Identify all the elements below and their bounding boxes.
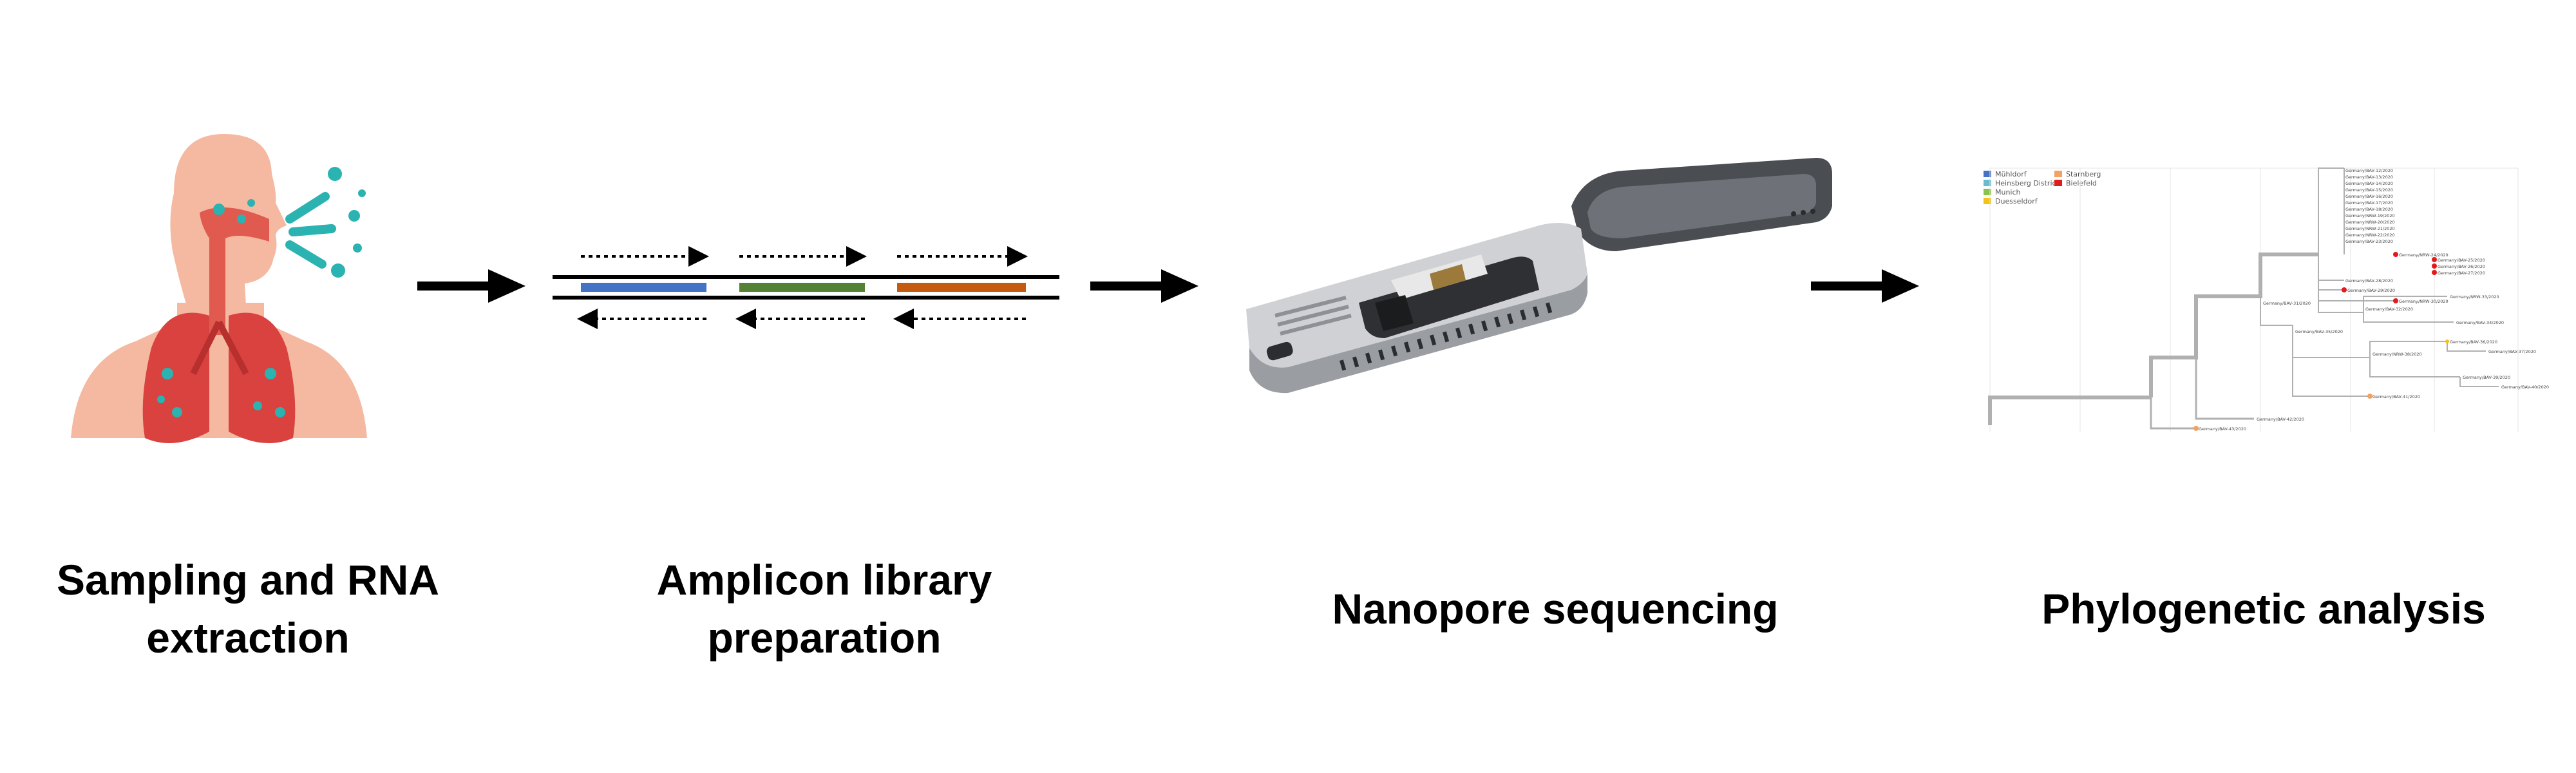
tree-leaf-label: Germany/BAV-40/2020: [2501, 385, 2549, 390]
tree-leaf-label: Germany/BAV-31/2020: [2263, 301, 2311, 306]
tree-leaf-label: Germany/BAV-26/2020: [2438, 264, 2485, 269]
tree-leaf-label: Germany/BAV-14/2020: [2345, 181, 2393, 186]
arrow-icon: [1811, 269, 1919, 303]
amplicon-segment-2: [739, 283, 865, 292]
legend-label: Bielefeld: [2066, 179, 2097, 187]
legend-label: Duesseldorf: [1995, 197, 2038, 205]
step-label-line: extraction: [146, 614, 350, 662]
tree-leaf-label: Germany/NRW-22/2020: [2345, 233, 2395, 238]
step-label-line: Amplicon library: [656, 556, 992, 604]
tree-leaf-label: Germany/NRW-20/2020: [2345, 220, 2395, 225]
tree-leaf-label: Germany/BAV-35/2020: [2295, 329, 2343, 334]
step-label-line: Sampling and RNA: [56, 556, 440, 604]
amplicon-segment-3: [897, 283, 1026, 292]
tree-leaf-label: Germany/BAV-41/2020: [2372, 394, 2420, 399]
tree-leaf-label: Germany/BAV-23/2020: [2345, 239, 2393, 244]
tree-leaf-label: Germany/BAV-13/2020: [2345, 175, 2393, 180]
tree-leaf-label: Germany/BAV-39/2020: [2463, 375, 2510, 380]
tree-leaf-label: Germany/BAV-32/2020: [2365, 307, 2413, 312]
step-label-line: Phylogenetic analysis: [2041, 585, 2486, 633]
tree-leaf-label: Germany/NRW-30/2020: [2399, 299, 2448, 304]
tree-leaf-label: Germany/BAV-18/2020: [2345, 207, 2393, 212]
tree-leaf-label: Germany/BAV-25/2020: [2438, 258, 2485, 263]
legend-label: Heinsberg District: [1995, 179, 2060, 187]
step-label-phylo: Phylogenetic analysis: [2016, 580, 2512, 638]
tree-leaf-label: Germany/NRW-38/2020: [2372, 352, 2422, 357]
arrow-icon: [1090, 269, 1198, 303]
arrow-icon: [417, 269, 526, 303]
step-label-line: Nanopore sequencing: [1332, 585, 1779, 633]
nanopore-sequencer-device: [1246, 158, 1832, 394]
tree-leaf-label: Germany/BAV-15/2020: [2345, 187, 2393, 193]
tree-leaf-label: Germany/BAV-36/2020: [2450, 339, 2497, 345]
tree-legend: Mühldorf Heinsberg District Munich Duess…: [1984, 170, 2101, 205]
step-label-nanopore: Nanopore sequencing: [1288, 580, 1823, 638]
tree-leaf-label: Germany/BAV-28/2020: [2345, 278, 2393, 283]
tree-leaf-label: Germany/NRW-33/2020: [2450, 294, 2499, 300]
tree-leaf-label: Germany/BAV-27/2020: [2438, 271, 2485, 276]
legend-label: Starnberg: [2066, 170, 2101, 178]
amplicon-segment-1: [581, 283, 706, 292]
tree-leaf-label: Germany/BAV-37/2020: [2488, 349, 2536, 354]
tree-leaf-label: Germany/BAV-17/2020: [2345, 200, 2393, 205]
tree-leaf-label: Germany/NRW-21/2020: [2345, 226, 2395, 231]
amplicon-strands-icon: [553, 246, 1059, 329]
tree-leaf-label: Germany/NRW-19/2020: [2345, 213, 2395, 218]
tree-leaf-label: Germany/BAV-12/2020: [2345, 168, 2393, 173]
step-label-line: preparation: [707, 614, 942, 662]
legend-label: Munich: [1995, 188, 2021, 196]
tree-leaf-label: Germany/BAV-42/2020: [2257, 417, 2304, 422]
step-label-amplicon: Amplicon library preparation: [618, 551, 1030, 667]
legend-label: Mühldorf: [1995, 170, 2027, 178]
tree-leaf-label: Germany/BAV-43/2020: [2199, 426, 2246, 432]
step-label-sampling: Sampling and RNA extraction: [26, 551, 470, 667]
tree-leaf-label: Germany/BAV-34/2020: [2456, 320, 2504, 325]
respiratory-system-icon: [71, 134, 367, 443]
tree-leaf-label: Germany/BAV-16/2020: [2345, 194, 2393, 199]
tree-leaf-label: Germany/BAV-29/2020: [2347, 288, 2395, 293]
phylogenetic-tree-figure: Mühldorf Heinsberg District Munich Duess…: [1984, 167, 2549, 432]
tree-leaf-label: Germany/NRW-24/2020: [2399, 253, 2448, 258]
tree-leaf-labels: Germany/BAV-12/2020 Germany/BAV-13/2020 …: [2199, 168, 2549, 432]
